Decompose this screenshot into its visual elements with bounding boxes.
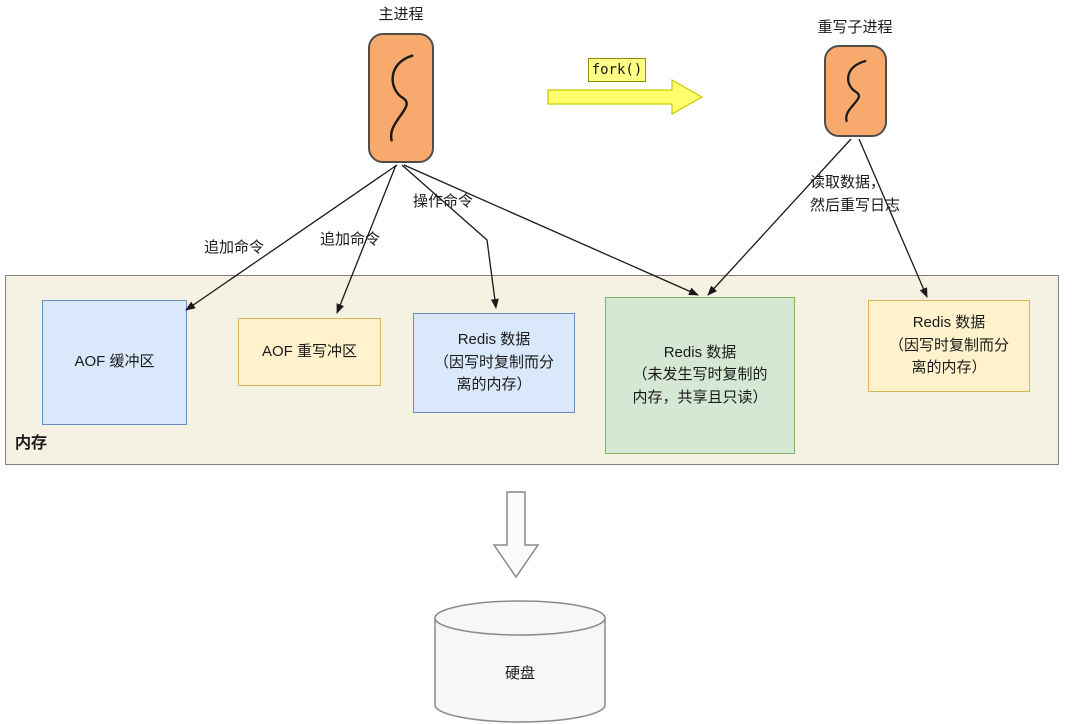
process-squiggle-icon [845, 59, 867, 123]
disk-label: 硬盘 [504, 665, 535, 682]
memory-label: 内存 [15, 435, 48, 452]
edge-label-read-rewrite: 读取数据， 然后重写日志 [810, 174, 901, 214]
aof-rewrite-buffer-box: AOF 重写冲区 [238, 318, 381, 386]
redis-data-cow-left-label: Redis 数据 （因写时复制而分 离的内存） [433, 331, 554, 394]
fork-arrow [547, 78, 704, 116]
redis-data-shared-label: Redis 数据 （未发生写时复制的 内存，共享且只读） [632, 343, 768, 406]
aof-rewrite-buffer-label: AOF 重写冲区 [261, 342, 357, 360]
down-arrow [492, 491, 540, 579]
redis-data-shared-box: Redis 数据 （未发生写时复制的 内存，共享且只读） [605, 297, 795, 454]
edge-label-append-command-1: 追加命令 [204, 239, 265, 256]
edge-label-operate-command: 操作命令 [413, 193, 474, 210]
redis-data-cow-left-box: Redis 数据 （因写时复制而分 离的内存） [413, 313, 575, 413]
redis-data-cow-right-label: Redis 数据 （因写时复制而分 离的内存） [888, 314, 1009, 377]
aof-buffer-box: AOF 缓冲区 [42, 300, 187, 425]
child-process-label: 重写子进程 [817, 19, 893, 36]
main-process [368, 33, 434, 163]
main-process-label: 主进程 [378, 6, 424, 23]
edge-label-append-command-2: 追加命令 [320, 231, 381, 248]
aof-buffer-label: AOF 缓冲区 [74, 353, 155, 371]
fork-label: fork() [588, 58, 646, 82]
child-process [824, 45, 887, 137]
process-squiggle-icon [390, 54, 414, 142]
redis-data-cow-right-box: Redis 数据 （因写时复制而分 离的内存） [868, 300, 1030, 392]
